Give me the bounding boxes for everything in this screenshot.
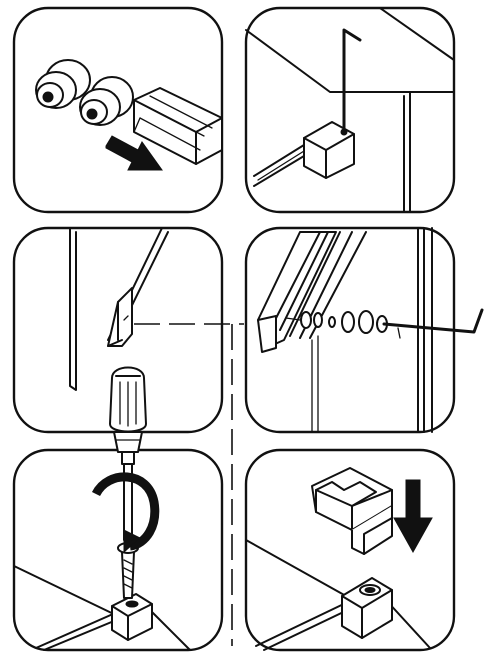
step-4-panel [246,228,482,432]
step-2-panel [246,8,454,212]
step-1-panel [14,8,222,212]
step-6-panel [246,450,454,650]
step-5-panel [14,450,222,650]
